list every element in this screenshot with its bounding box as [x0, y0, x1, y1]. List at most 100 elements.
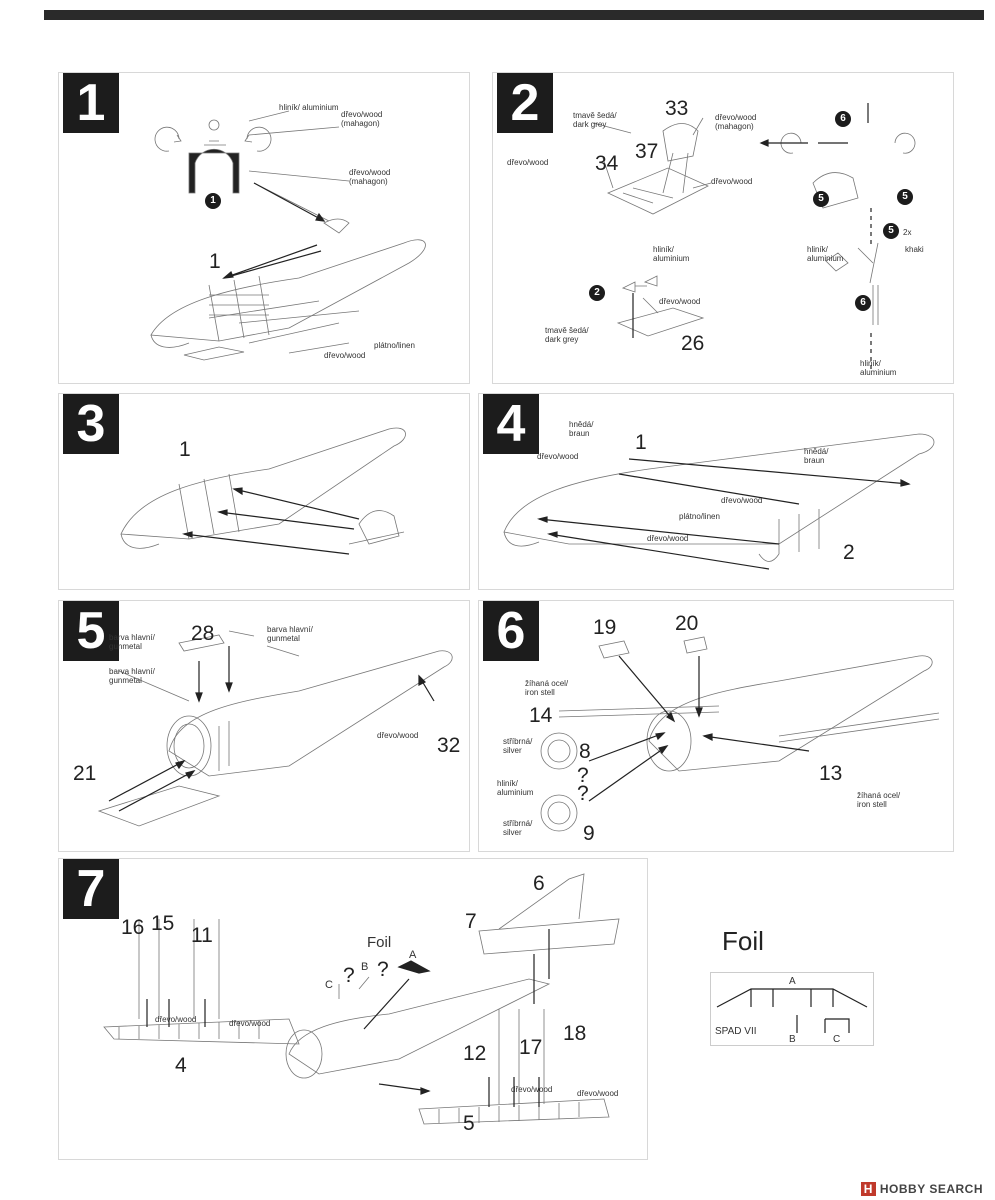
part-12: 12 [463, 1042, 487, 1065]
label-2x: 2x [903, 228, 912, 237]
foil-c-label: C [325, 979, 333, 991]
foil-a-label: A [409, 949, 417, 961]
spad-label: SPAD VII [715, 1026, 757, 1037]
part-2: 2 [843, 541, 855, 564]
foil-c: C [833, 1034, 841, 1045]
step-number: 6 [483, 601, 539, 661]
step-1-drawing [150, 110, 426, 361]
step-5-drawing [97, 630, 453, 827]
question-mark: ? [577, 764, 589, 787]
decal-marker: 5 [883, 223, 899, 239]
label-aluminium-2: hliník/ aluminium [860, 359, 897, 377]
part-20: 20 [675, 612, 699, 635]
step-number: 7 [63, 859, 119, 919]
foil-label: Foil [367, 934, 392, 951]
label-wood-2: dřevo/wood [711, 177, 753, 186]
step-number: 3 [63, 394, 119, 454]
top-rule [44, 10, 984, 20]
part-28: 28 [191, 622, 215, 645]
question-mark-2: ? [577, 782, 589, 805]
label-dark-grey: tmavě šedá/ dark grey [573, 111, 617, 129]
step-number: 5 [63, 601, 119, 661]
watermark-logo: H [860, 1182, 876, 1196]
part-9: 9 [583, 822, 595, 845]
step-1-panel: 1 1 hliní [58, 72, 470, 384]
step-4-panel: 4 hnědá/ braun dřevo/wood 1 hnědá/ braun… [478, 393, 954, 590]
part-14: 14 [529, 704, 553, 727]
step-number: 1 [63, 73, 119, 133]
label-wood: dřevo/wood [155, 1015, 197, 1024]
label-wood-4: dřevo/wood [577, 1089, 619, 1098]
step-number: 4 [483, 394, 539, 454]
label-aluminium-3: hliník/ aluminium [653, 245, 690, 263]
label-iron-stell-2: žíhaná ocel/ iron stell [857, 791, 901, 809]
watermark-text: HOBBY SEARCH [879, 1182, 983, 1196]
label-silver-2: stříbrná/ silver [503, 819, 533, 837]
part-18: 18 [563, 1022, 587, 1045]
label-iron-stell: žíhaná ocel/ iron stell [525, 679, 569, 697]
part-6: 6 [533, 872, 545, 895]
label-gunmetal-2: barva hlavní/ gunmetal [267, 625, 313, 643]
decal-marker: 1 [205, 193, 221, 209]
part-15: 15 [151, 912, 175, 935]
label-wood-3: dřevo/wood [511, 1085, 553, 1094]
question-mark: ? [343, 964, 355, 987]
part-17: 17 [519, 1036, 543, 1059]
part-37: 37 [635, 140, 659, 163]
part-33: 33 [665, 97, 689, 120]
part-4: 4 [175, 1054, 187, 1077]
step-5-panel: 5 barva hlavní/ gunmetal 28 barva hlavní… [58, 600, 470, 852]
decal-marker: 6 [835, 111, 851, 127]
decal-marker: 6 [855, 295, 871, 311]
label-linen: plátno/linen [374, 341, 415, 350]
part-1: 1 [179, 438, 191, 461]
part-5: 5 [463, 1112, 475, 1135]
part-13: 13 [819, 762, 843, 785]
step-7-drawing [103, 873, 620, 1125]
label-wood: dřevo/wood [537, 452, 579, 461]
step-6-drawing [540, 636, 940, 832]
part-7: 7 [465, 910, 477, 933]
label-dark-grey-2: tmavě šedá/ dark grey [545, 326, 589, 344]
part-26: 26 [681, 332, 705, 355]
label-braun: hnědá/ braun [569, 420, 594, 438]
foil-diagram [716, 988, 868, 1033]
step-3-panel: 3 1 [58, 393, 470, 590]
decal-marker: 5 [813, 191, 829, 207]
step-3-drawing [120, 427, 406, 555]
part-1: 1 [209, 250, 221, 273]
label-wood-mahagon-2: dřevo/wood (mahagon) [349, 168, 391, 186]
label-wood-mahagon: dřevo/wood (mahagon) [341, 110, 383, 128]
label-khaki: khaki [905, 245, 924, 254]
foil-b-label: B [361, 961, 369, 973]
label-wood: dřevo/wood [324, 351, 366, 360]
question-mark-2: ? [377, 958, 389, 981]
label-aluminium: hliník/ aluminium [497, 779, 534, 797]
step-2-panel: 2 tmavě šedá/ dark grey 33 dřevo/wood (m… [492, 72, 954, 384]
step-number: 2 [497, 73, 553, 133]
foil-detail: A SPAD VII B C [710, 972, 874, 1046]
foil-a: A [789, 976, 796, 987]
part-19: 19 [593, 616, 617, 639]
label-aluminium: hliník/ aluminium [279, 103, 339, 112]
label-gunmetal: barva hlavní/ gunmetal [109, 633, 155, 651]
part-11: 11 [191, 924, 213, 947]
part-1: 1 [635, 431, 647, 454]
label-braun-2: hnědá/ braun [804, 447, 829, 465]
foil-b: B [789, 1034, 796, 1045]
part-16: 16 [121, 916, 145, 939]
foil-title: Foil [722, 926, 764, 956]
label-aluminium: hliník/ aluminium [807, 245, 844, 263]
label-gunmetal-3: barva hlavní/ gunmetal [109, 667, 155, 685]
label-wood-3: dřevo/wood [659, 297, 701, 306]
decal-marker: 5 [897, 189, 913, 205]
label-wood-2: dřevo/wood [229, 1019, 271, 1028]
label-wood: dřevo/wood [507, 158, 549, 167]
step-7-panel: 7 16 15 11 d [58, 858, 648, 1160]
step-4-drawing [503, 433, 935, 570]
label-wood-2: dřevo/wood [721, 496, 763, 505]
part-8: 8 [579, 740, 591, 763]
label-silver: stříbrná/ silver [503, 737, 533, 755]
step-2-drawing [592, 103, 916, 373]
